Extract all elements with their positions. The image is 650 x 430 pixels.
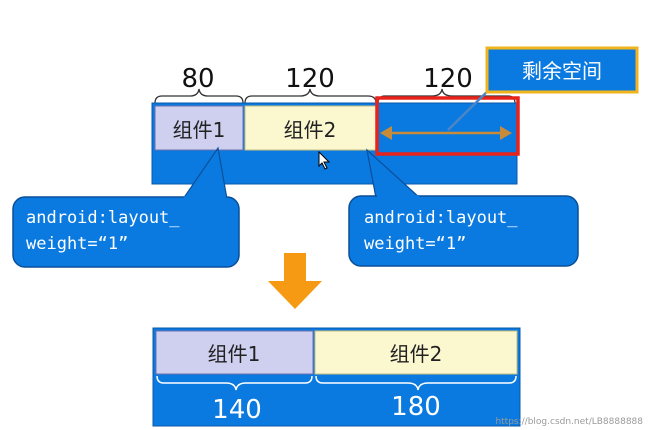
top-component-1-label: 组件1	[173, 118, 226, 142]
callout-left	[12, 146, 240, 268]
callout-right-line1: android:layout_	[364, 208, 518, 228]
callout-left-line1: android:layout_	[26, 208, 180, 228]
bottom-component-2-label: 组件2	[390, 342, 443, 366]
top-width-1: 80	[181, 64, 214, 94]
bottom-brace-1	[156, 375, 313, 391]
down-arrow-icon	[268, 253, 322, 309]
bottom-component-1	[155, 330, 314, 375]
remaining-space-highlight	[375, 96, 520, 156]
bottom-width-1: 140	[212, 395, 262, 425]
double-arrow-icon	[380, 126, 512, 140]
top-component-2	[244, 105, 377, 151]
callout-right-line2: weight=“1”	[364, 234, 466, 254]
bottom-component-1-label: 组件1	[208, 342, 261, 366]
bottom-brace-2	[315, 375, 517, 391]
bottom-width-2: 180	[391, 392, 441, 422]
remaining-space-label: 剩余空间	[522, 59, 602, 83]
top-component-1	[154, 105, 244, 151]
top-brace-1	[154, 88, 244, 104]
bottom-component-2	[314, 330, 518, 375]
top-component-2-label: 组件2	[284, 118, 337, 142]
callout-left-line2: weight=“1”	[26, 234, 128, 254]
top-width-3: 120	[423, 64, 473, 94]
remaining-space-badge	[485, 46, 639, 94]
watermark-text: https://blog.csdn.net/LB8888888	[495, 417, 643, 427]
callout-right	[348, 148, 579, 267]
top-brace-2	[244, 88, 377, 104]
mouse-cursor-icon	[318, 150, 331, 170]
